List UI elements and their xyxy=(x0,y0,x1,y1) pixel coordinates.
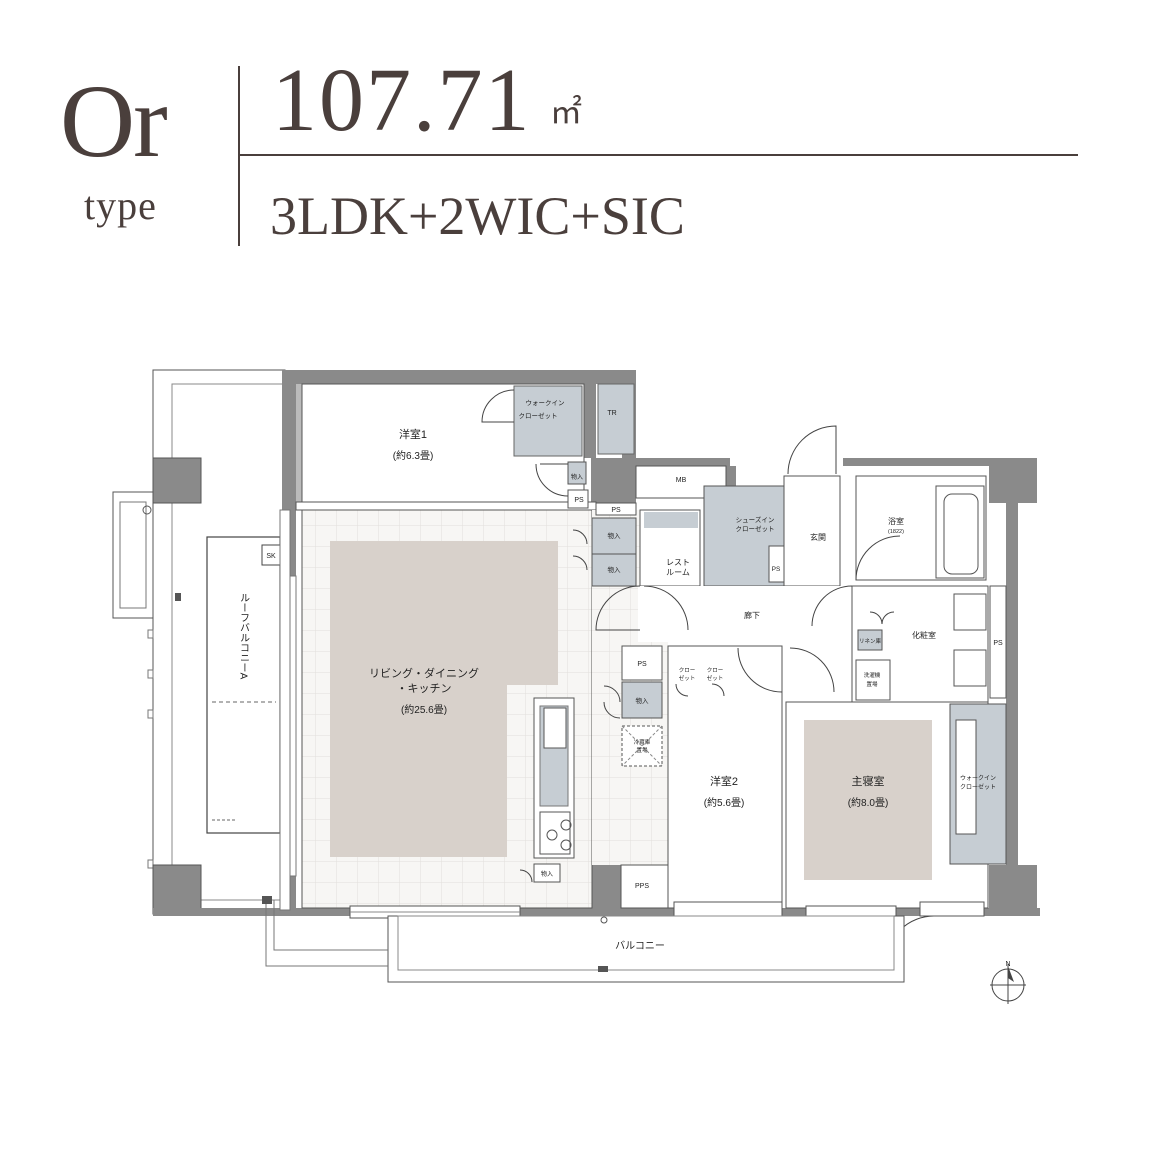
balcony xyxy=(262,896,905,983)
label-bath-size: (1822) xyxy=(888,529,904,535)
room-size-youshitsu2: (約5.6畳) xyxy=(704,796,745,809)
label-walkin1-line1: ウォークイン xyxy=(526,399,565,407)
label-mb: MB xyxy=(676,477,687,484)
label-roof-balcony: ルーフバルコニーA xyxy=(238,593,250,680)
label-walkin1-line2: クローゼット xyxy=(519,411,558,420)
room-size-master: (約8.0畳) xyxy=(848,796,889,809)
label-storage-3: 物入 xyxy=(608,565,622,574)
label-ps-2: PS xyxy=(611,507,621,514)
room-label-youshitsu1: 洋室1 xyxy=(399,427,427,441)
plan-header: Or type 107.71 ㎡ 3LDK+2WIC+SIC xyxy=(0,0,1160,260)
label-storage-1: 物入 xyxy=(571,473,583,481)
label-closet-a-line1: クロー xyxy=(679,667,696,674)
label-walkin2-line2: クローゼット xyxy=(960,783,996,791)
label-genkan: 玄関 xyxy=(810,532,826,542)
label-storage-4: 物入 xyxy=(636,696,650,705)
label-shoes-line2: クローゼット xyxy=(736,524,775,533)
floor-area: 107.71 xyxy=(272,51,532,150)
label-storage-5: 物入 xyxy=(541,870,553,878)
label-closet-a-line2: ゼット xyxy=(679,674,696,682)
room-size-youshitsu1: (約6.3畳) xyxy=(393,449,434,462)
label-washer-line1: 洗濯機 xyxy=(864,671,881,679)
type-word: type xyxy=(84,183,157,228)
room-label-youshitsu2: 洋室2 xyxy=(710,774,738,788)
windows xyxy=(279,509,985,919)
layout-type: 3LDK+2WIC+SIC xyxy=(270,186,685,246)
structural-walls xyxy=(152,370,1040,916)
header-horizontal-divider xyxy=(240,154,1078,156)
label-pps: PPS xyxy=(635,883,649,890)
label-closet-b-line1: クロー xyxy=(707,667,724,674)
label-balcony: バルコニー xyxy=(615,940,665,952)
label-rest-line1: レスト xyxy=(666,558,690,567)
room-label-ldk-line2: ・キッチン xyxy=(397,682,452,695)
label-shoes-line1: シューズイン xyxy=(736,515,775,524)
label-tr: TR xyxy=(607,410,616,417)
label-sk: SK xyxy=(266,553,276,560)
door-swings xyxy=(481,389,935,965)
room-label-ldk-line1: リビング・ダイニング xyxy=(369,666,479,680)
label-washer-line2: 置場 xyxy=(866,680,878,688)
label-linen: リネン庫 xyxy=(859,637,882,645)
label-ps-5: PS xyxy=(637,661,647,668)
floor-area-unit: ㎡ xyxy=(550,94,583,130)
label-ps-1: PS xyxy=(574,497,584,504)
label-rouka: 廊下 xyxy=(744,610,760,620)
label-walkin2-line1: ウォークイン xyxy=(960,774,996,782)
label-rest-line2: ルーム xyxy=(666,568,690,577)
label-fridge-line2: 置場 xyxy=(636,746,648,754)
label-fridge-line1: 冷蔵庫 xyxy=(634,738,651,746)
label-keshou: 化粧室 xyxy=(912,630,936,640)
room-size-ldk: (約25.6畳) xyxy=(401,703,447,716)
label-bath: 浴室 xyxy=(888,516,904,526)
north-label: N xyxy=(1005,961,1010,968)
roof-balcony-label-group: ルーフバルコニーA xyxy=(238,593,250,680)
room-fills xyxy=(301,383,1007,909)
label-storage-2: 物入 xyxy=(608,531,622,540)
label-ps-3: PS xyxy=(772,566,781,573)
label-closet-b-line2: ゼット xyxy=(707,674,724,682)
label-ps-4: PS xyxy=(993,640,1003,647)
type-name: Or xyxy=(60,64,168,179)
room-label-master: 主寝室 xyxy=(852,774,885,788)
roof-balcony-area xyxy=(112,369,286,915)
north-arrow-icon xyxy=(990,964,1026,1004)
header-vertical-divider xyxy=(238,66,240,246)
